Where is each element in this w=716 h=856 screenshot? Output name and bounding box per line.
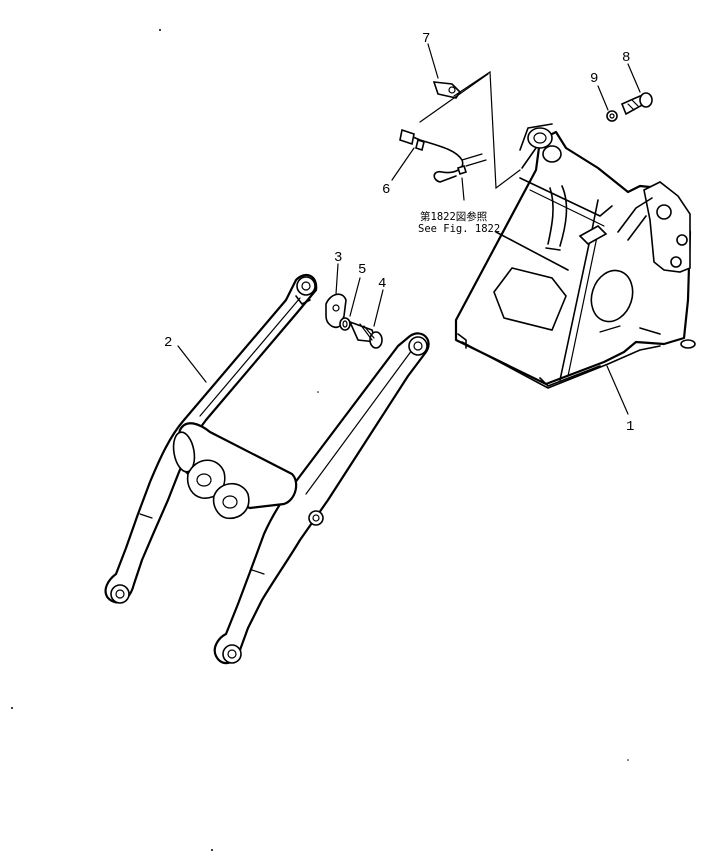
callout-6: 6: [382, 182, 390, 198]
washer-part-5: [339, 277, 361, 331]
callout-7: 7: [422, 31, 430, 47]
reference-lines: [419, 70, 521, 190]
washer-part-9: [597, 85, 618, 122]
reference-note-jp: 第1822図参照: [420, 210, 488, 223]
grease-hose-part-6: [391, 128, 487, 201]
callout-5: 5: [358, 262, 366, 278]
callout-3: 3: [334, 250, 342, 266]
callout-1: 1: [626, 419, 634, 435]
callout-8: 8: [622, 50, 630, 66]
bolt-part-8: [620, 63, 653, 116]
reference-note-en: See Fig. 1822: [418, 223, 500, 235]
callout-4: 4: [378, 276, 386, 292]
scan-specks: [11, 29, 629, 851]
bolt-part-4: [348, 289, 384, 349]
lift-arm-part-2: [104, 273, 430, 665]
callout-9: 9: [590, 71, 598, 87]
callout-2: 2: [164, 335, 172, 351]
front-frame-part-1: [454, 123, 696, 415]
clamp-part-7: [427, 43, 462, 99]
